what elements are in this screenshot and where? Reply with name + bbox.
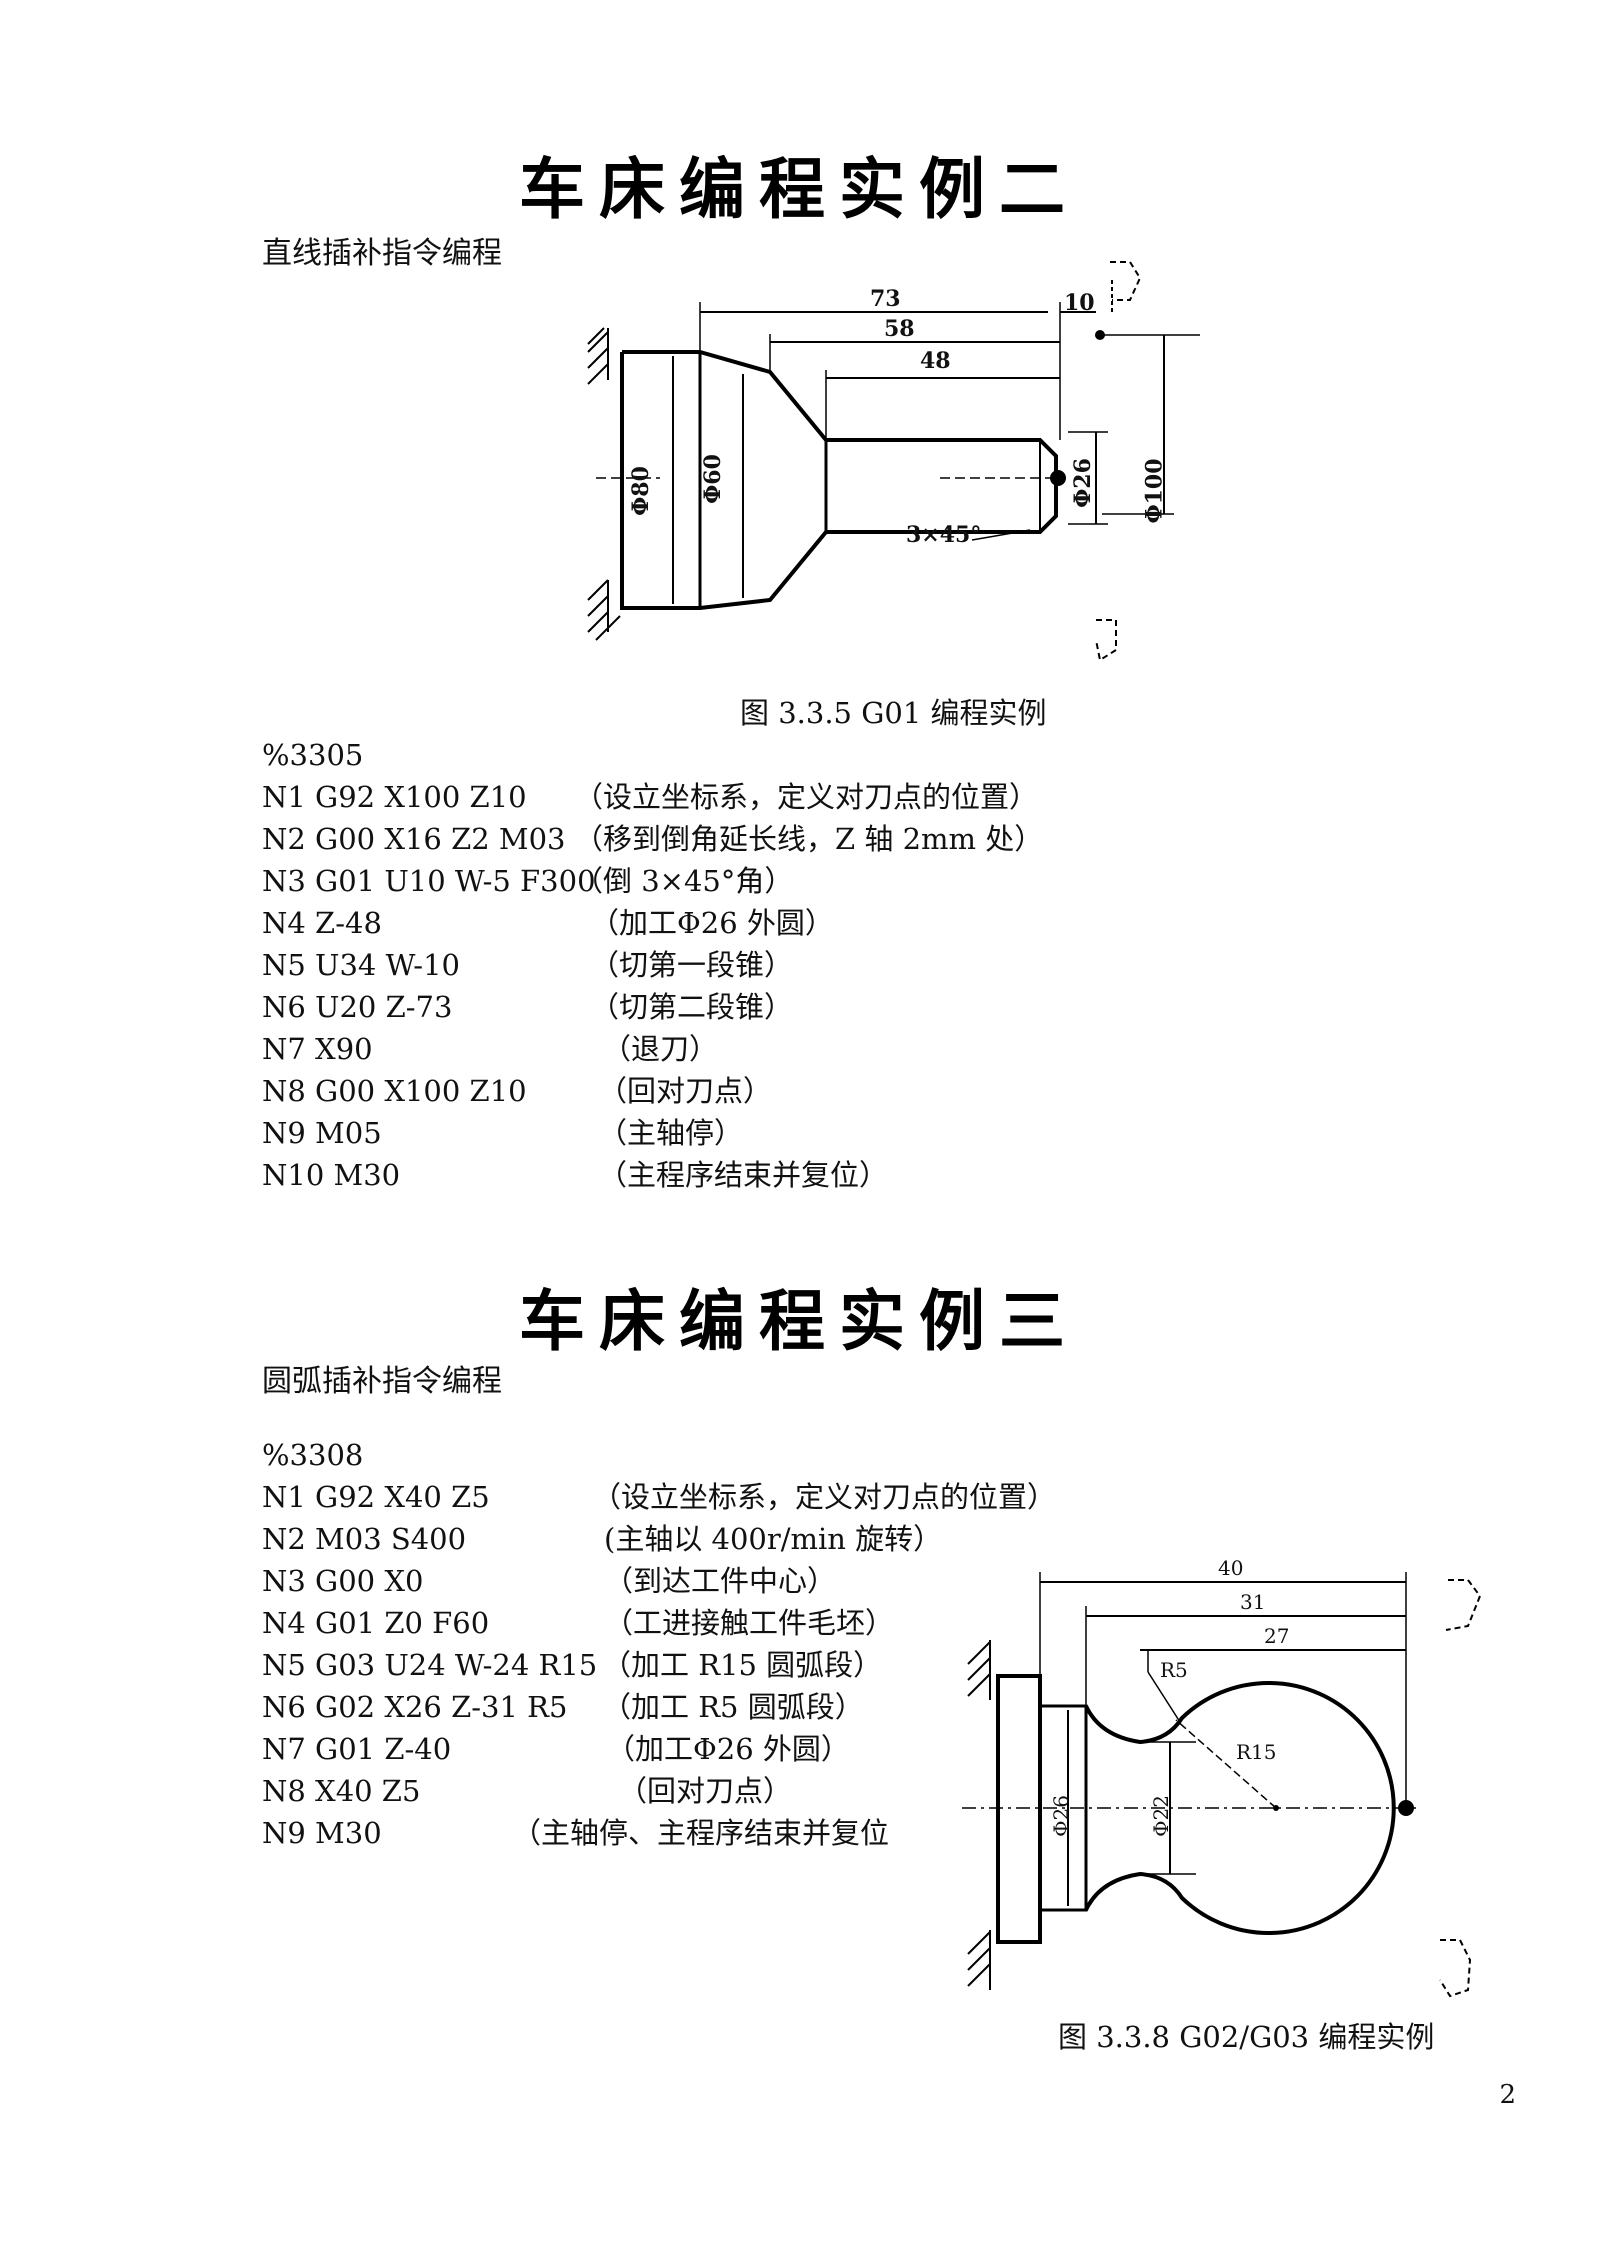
figure-g02-g03-caption: 图 3.3.8 G02/G03 编程实例 [1058, 2020, 1435, 2054]
dim-chamfer: 3×45° [906, 522, 982, 548]
figure-g01-drawing [587, 261, 1200, 662]
dim-r5: R5 [1160, 1658, 1188, 1682]
section2-title: 车床编程实例二 [519, 150, 1079, 228]
figure-g02-g03-drawing [962, 1572, 1482, 1998]
figure-g01-caption: 图 3.3.5 G01 编程实例 [740, 696, 1047, 730]
dim-48: 48 [920, 348, 951, 374]
dim-31: 31 [1240, 1590, 1266, 1614]
dim-phi80: Φ80 [627, 466, 654, 516]
dim-phi26: Φ26 [1069, 458, 1096, 508]
page-number: 2 [1499, 2080, 1516, 2110]
dim-phi100: Φ100 [1141, 458, 1168, 524]
section2-subtitle: 直线插补指令编程 [262, 236, 502, 271]
dim-73: 73 [870, 286, 901, 312]
dim-10: 10 [1064, 290, 1095, 316]
dim-phi60: Φ60 [699, 454, 726, 504]
dim-r15: R15 [1236, 1740, 1277, 1764]
section3-subtitle: 圆弧插补指令编程 [262, 1364, 502, 1399]
dim-phi22: Φ22 [1148, 1795, 1173, 1837]
dim-58: 58 [884, 316, 915, 342]
dim-27: 27 [1264, 1624, 1290, 1648]
dim-phi26: Φ26 [1048, 1795, 1073, 1837]
dim-40: 40 [1218, 1556, 1244, 1580]
section3-title: 车床编程实例三 [519, 1282, 1079, 1360]
